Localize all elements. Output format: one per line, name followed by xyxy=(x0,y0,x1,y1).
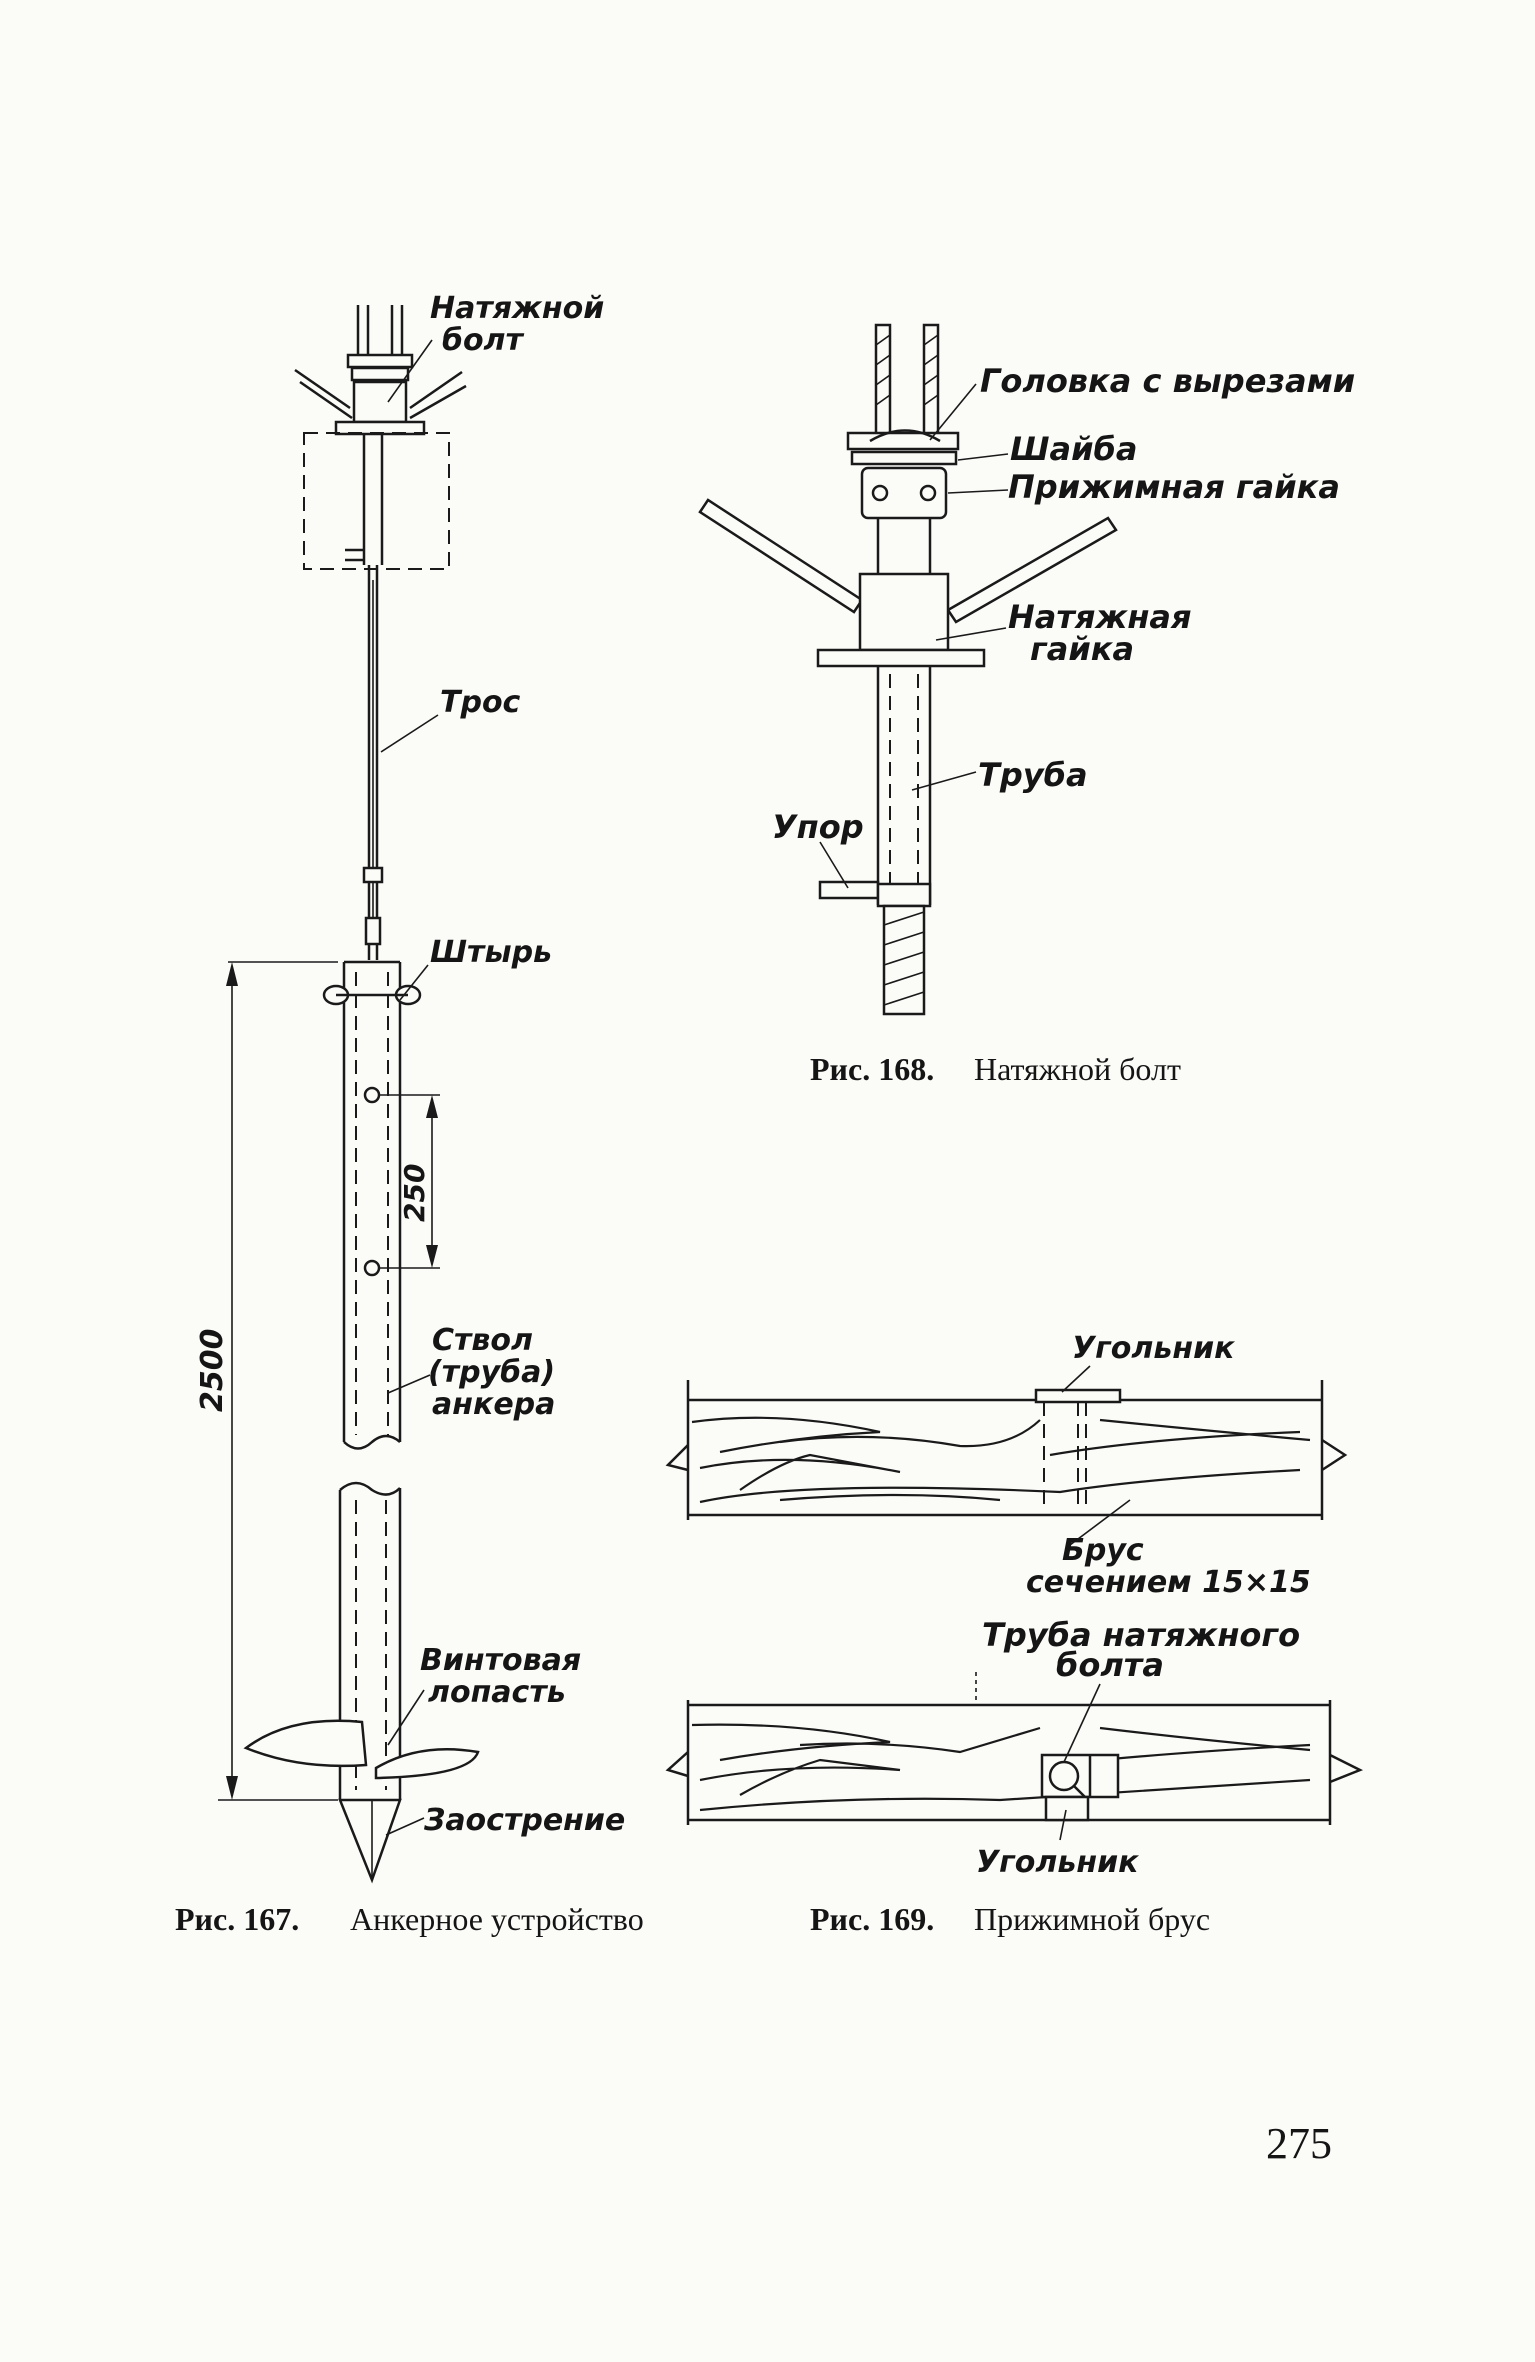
fig167-label-bolt-1: Натяжной xyxy=(430,291,604,326)
fig168-label-pipe: Труба xyxy=(978,756,1088,794)
fig169-label-beam-2: сечением 15×15 xyxy=(1026,1565,1311,1600)
fig169-caption-text: Прижимной брус xyxy=(974,1901,1210,1937)
fig169-caption-number: Рис. 169. xyxy=(810,1901,934,1937)
fig168-drawing xyxy=(698,323,1118,1016)
fig168-label-washer: Шайба xyxy=(1010,430,1137,468)
fig168-label-tension-nut-1: Натяжная xyxy=(1008,598,1192,636)
fig167-label-pin: Штырь xyxy=(430,935,552,970)
fig168-label-clamp-nut: Прижимная гайка xyxy=(1008,468,1340,506)
fig169-label-angle-top: Угольник xyxy=(1072,1331,1235,1366)
fig169-label-angle-bottom: Угольник xyxy=(976,1845,1139,1880)
fig168-caption-text: Натяжной болт xyxy=(974,1051,1181,1087)
fig167-label-barrel-2: (труба) xyxy=(428,1355,555,1390)
fig167-label-barrel-3: анкера xyxy=(432,1387,555,1422)
fig169-label-beam-1: Брус xyxy=(1062,1533,1144,1568)
fig167-label-blade-2: лопасть xyxy=(428,1675,566,1710)
fig168-caption-number: Рис. 168. xyxy=(810,1051,934,1087)
fig169-label-pipe-1: Труба натяжного xyxy=(982,1616,1300,1654)
fig168-label-tension-nut-2: гайка xyxy=(1030,630,1134,668)
fig167-dim-total: 2500 xyxy=(195,1329,230,1413)
fig167-label-bolt-2: болт xyxy=(442,323,525,358)
fig167-label-cable: Трос xyxy=(440,685,521,720)
fig169-label-pipe-2: болта xyxy=(1056,1646,1164,1684)
fig167-label-barrel-1: Ствол xyxy=(432,1323,533,1358)
page-number: 275 xyxy=(1266,2119,1332,2168)
fig167-label-tip: Заострение xyxy=(423,1803,625,1838)
fig168-label-head: Головка с вырезами xyxy=(980,362,1355,400)
fig167-drawing xyxy=(218,305,480,1884)
fig167-dim-spacing: 250 xyxy=(398,1164,431,1222)
fig167-caption-text: Анкерное устройство xyxy=(350,1901,644,1937)
fig169-drawing xyxy=(665,1365,1364,1841)
fig167-caption-number: Рис. 167. xyxy=(175,1901,299,1937)
fig167-label-blade-1: Винтовая xyxy=(420,1643,581,1678)
fig168-label-stop: Упор xyxy=(772,808,864,846)
